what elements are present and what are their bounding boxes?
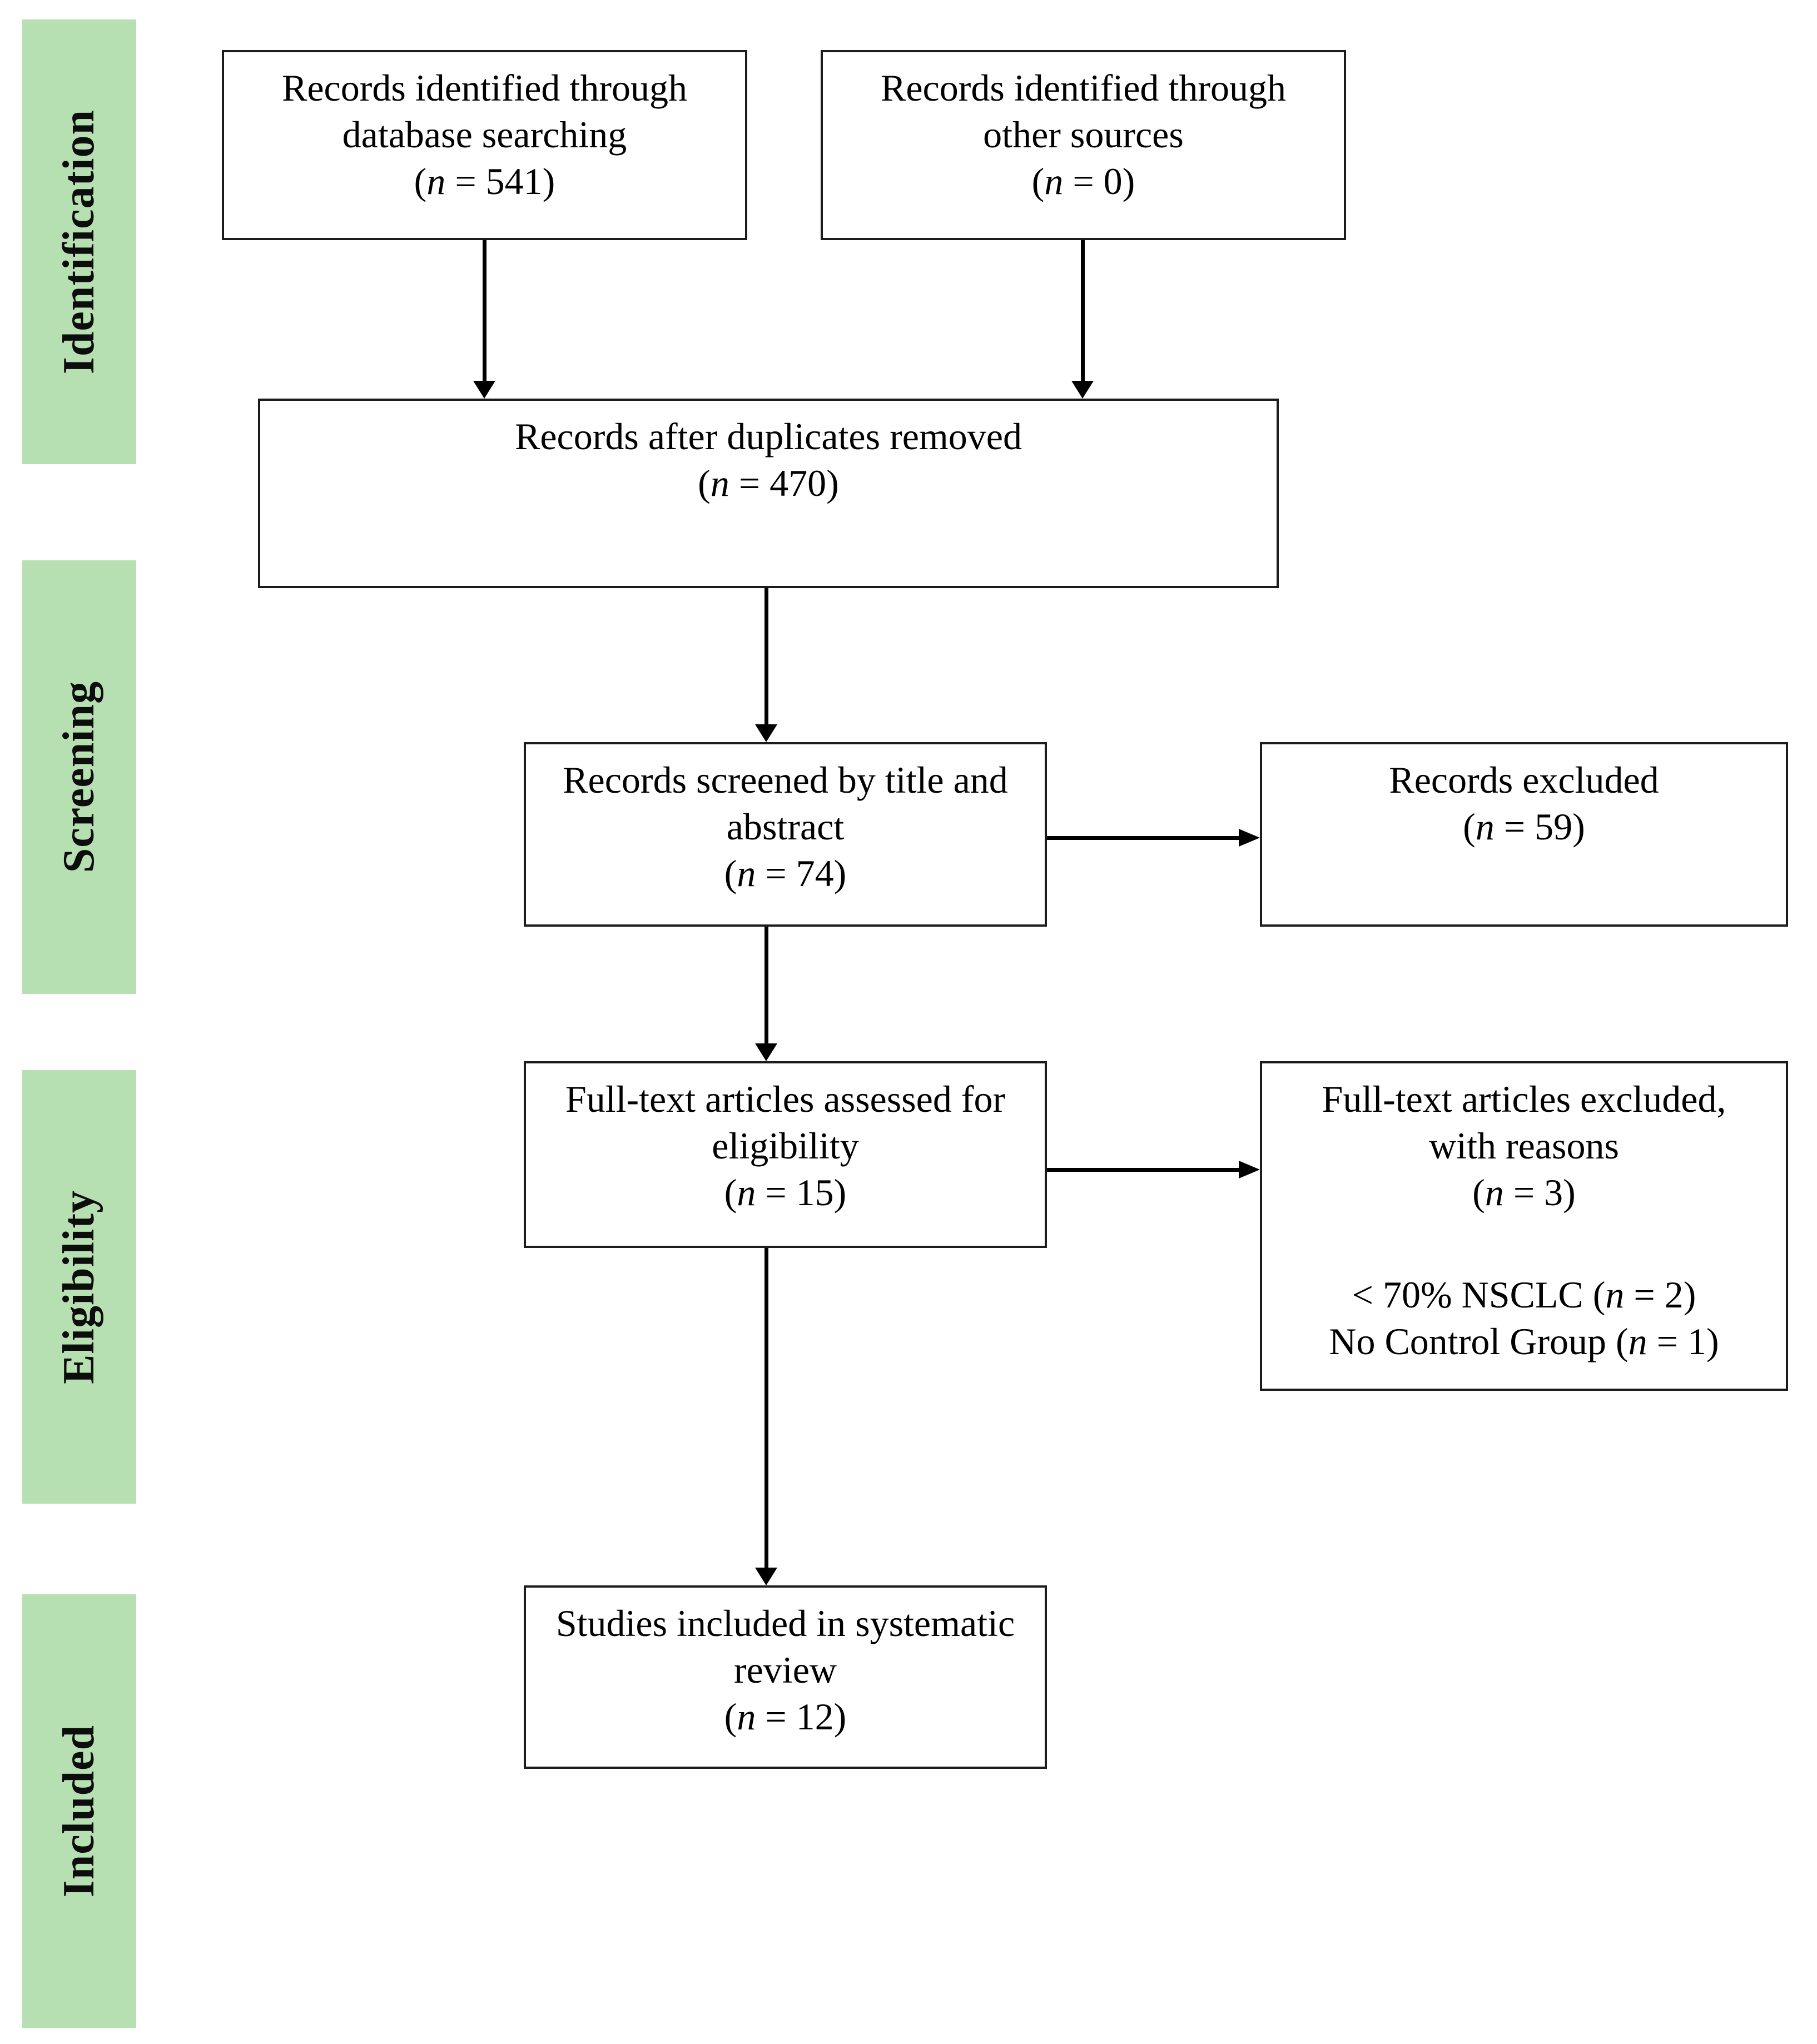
box-fulltext-assessed: Full-text articles assessed for eligibil… [524,1061,1047,1248]
stage-included-label: Included [54,1724,103,1898]
box-text-line: Records screened by title and [563,759,1008,801]
box-fulltext-excluded: Full-text articles excluded, with reason… [1260,1061,1788,1391]
stage-screening-label: Screening [54,681,103,873]
box-text-line: database searching [342,113,627,156]
box-count-line: (n = 59) [1463,805,1585,848]
box-text-line: Records identified through [282,67,687,109]
box-records-screened: Records screened by title and abstract (… [524,742,1047,927]
stage-eligibility-label: Eligibility [54,1190,103,1384]
box-count-line: (n = 3) [1472,1171,1576,1214]
box-text-line: Full-text articles excluded, [1322,1078,1726,1120]
box-count-line: (n = 541) [414,160,555,202]
box-text-line: Studies included in systematic [555,1602,1015,1644]
box-records-other-sources: Records identified through other sources… [821,50,1346,240]
box-count-line: (n = 12) [724,1695,847,1738]
exclusion-reason-line: No Control Group (n = 1) [1329,1320,1719,1362]
box-text-line: Records identified through [881,67,1286,109]
box-text-line: review [733,1649,837,1691]
box-duplicates-removed: Records after duplicates removed (n = 47… [258,399,1279,588]
box-text-line: Records excluded [1389,759,1659,801]
box-text-line: abstract [726,805,845,848]
stage-identification: Identification [22,19,136,464]
exclusion-reason-line: < 70% NSCLC (n = 2) [1352,1274,1696,1316]
box-text-line: Full-text articles assessed for [565,1078,1006,1120]
box-text-line: with reasons [1429,1125,1619,1167]
stage-identification-label: Identification [54,109,103,375]
box-text-line: Records after duplicates removed [515,415,1022,457]
stage-screening: Screening [22,560,136,994]
box-count-line: (n = 74) [724,852,847,894]
box-text-line: eligibility [712,1125,859,1167]
box-records-database-searching: Records identified through database sear… [222,50,747,240]
exclusion-reasons: < 70% NSCLC (n = 2) No Control Group (n … [1262,1271,1786,1365]
box-count-line: (n = 470) [698,462,839,504]
stage-eligibility: Eligibility [22,1070,136,1504]
box-studies-included: Studies included in systematic review (n… [524,1585,1047,1769]
box-text-line: other sources [983,113,1184,156]
box-records-excluded: Records excluded (n = 59) [1260,742,1788,927]
box-count-line: (n = 0) [1031,160,1135,202]
box-count-line: (n = 15) [724,1171,847,1214]
stage-included: Included [22,1594,136,2028]
